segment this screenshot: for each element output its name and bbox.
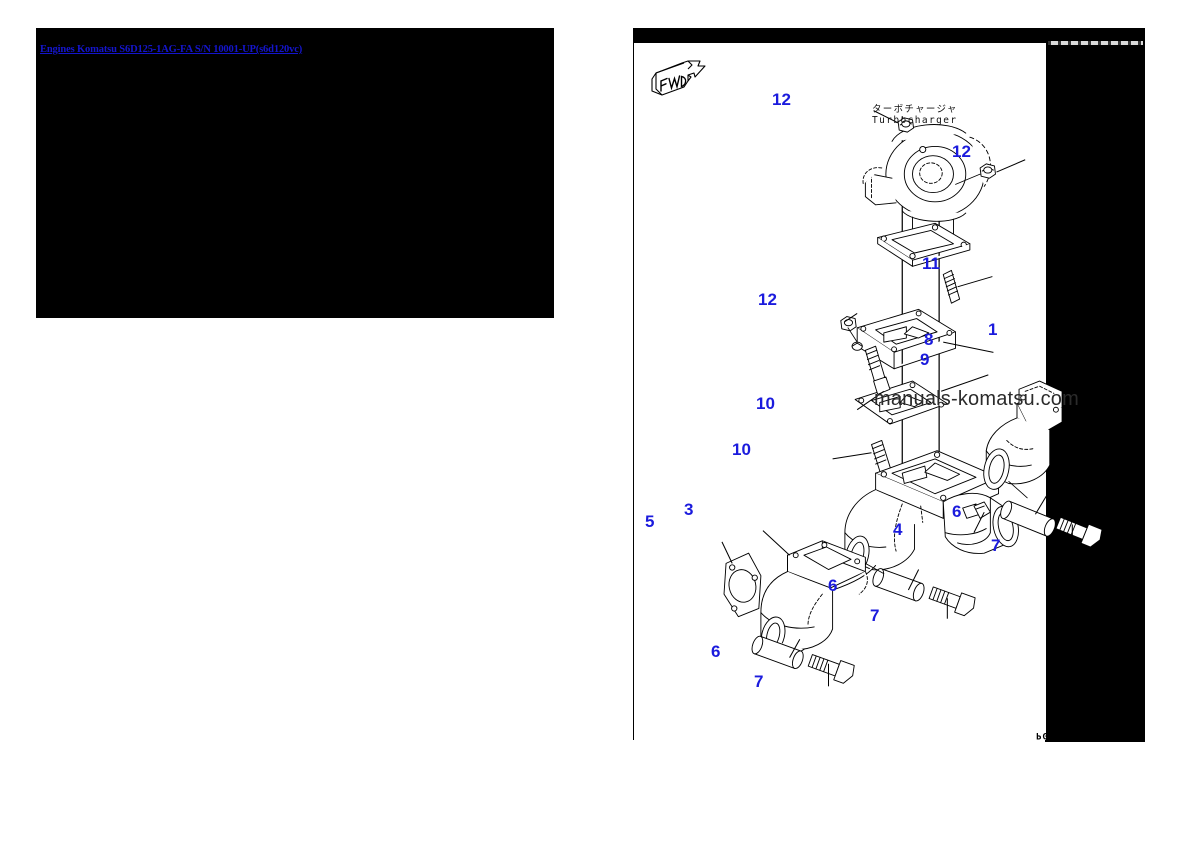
callout-12-c: 12	[758, 290, 777, 309]
callout-10-a: 10	[756, 394, 775, 413]
callout-6-b: 6	[828, 576, 838, 595]
callout-6-c: 6	[711, 642, 721, 661]
callout-6-a: 6	[952, 502, 962, 521]
diagram-top-frame-bar	[633, 28, 1145, 43]
callout-10-b: 10	[732, 440, 751, 459]
watermark: manuals-komatsu.com	[874, 388, 1079, 410]
turbocharger-label-en: Turbocharger	[872, 115, 958, 126]
drawing-sheet-code: PGS8449	[1036, 730, 1081, 740]
turbocharger-label-jp: ターボチャージャ	[872, 104, 958, 115]
callout-11: 11	[922, 254, 940, 273]
callout-4: 4	[893, 520, 903, 539]
parts-diagram-panel: 12 12 11 12 8 9 1 10 10 6 7 4 5 3 6 7 6 …	[633, 28, 1190, 742]
fwd-arrow-icon	[648, 57, 720, 107]
breadcrumb-link[interactable]: Engines Komatsu S6D125-1AG-FA S/N 10001-…	[40, 44, 303, 55]
callout-8: 8	[924, 330, 934, 349]
callout-7-a: 7	[991, 536, 1001, 555]
callout-7-c: 7	[754, 672, 764, 691]
callout-7-b: 7	[870, 606, 880, 625]
callout-9: 9	[920, 350, 930, 369]
callout-1: 1	[988, 320, 998, 339]
diagram-right-frame-block	[1045, 28, 1145, 742]
pdf-viewer-panel: Engines Komatsu S6D125-1AG-FA S/N 10001-…	[36, 28, 554, 318]
callout-3: 3	[684, 500, 694, 519]
callout-5: 5	[645, 512, 655, 531]
diagram-tick-marks	[1048, 41, 1143, 45]
callout-12-a: 12	[772, 90, 791, 109]
callout-12-b: 12	[952, 142, 971, 161]
diagram-sheet: 12 12 11 12 8 9 1 10 10 6 7 4 5 3 6 7 6 …	[633, 43, 1103, 740]
